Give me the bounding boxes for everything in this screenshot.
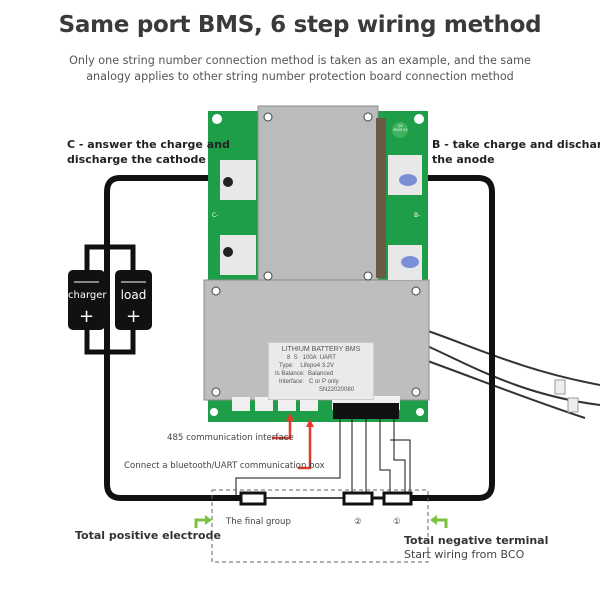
load-plus: + [125, 306, 142, 327]
arrow-485-icon [286, 413, 294, 421]
group-2-cell [342, 491, 374, 506]
battery-pack-outline [211, 489, 429, 563]
balance-connector [333, 403, 399, 419]
b-label-line: the anode [432, 153, 495, 166]
cable-tie [567, 397, 579, 413]
sticker-title: LITHIUM BATTERY BMS [281, 346, 361, 353]
c-label-line: discharge the cathode [67, 153, 206, 166]
subtitle-line-2: analogy applies to other string number p… [86, 70, 514, 83]
bluetooth-uart-label: Connect a bluetooth/UART communication b… [124, 461, 325, 471]
cable-tie [554, 379, 566, 395]
sticker-line: Interface: C or P only [279, 379, 339, 385]
b-minus-label: B- [414, 212, 421, 219]
sticker-line: Type: Lifepo4 3.2V [279, 363, 335, 369]
sticker-serial: SN22020080 [319, 387, 355, 393]
c-label-line: C - answer the charge and [67, 138, 230, 151]
b-label-line: B - take charge and discharge [432, 138, 600, 151]
charger-box [68, 270, 105, 330]
arrow-negative-icon [430, 515, 437, 525]
c-terminal-label: C - answer the charge and discharge the … [67, 137, 230, 167]
load-label: load [120, 288, 147, 302]
comm-485-label: 485 communication interface [167, 433, 294, 443]
final-group-label: The final group [226, 517, 291, 527]
group-2-label: ② [354, 517, 362, 527]
c-minus-label: C- [212, 212, 219, 219]
start-wiring-label: Start wiring from BCO [404, 548, 525, 561]
bms-sticker: LITHIUM BATTERY BMS 8 S 100A UART Type: … [268, 342, 374, 400]
sticker-line: Is Balance: Balanced [275, 371, 334, 377]
sticker-line: 8 S 100A UART [287, 355, 336, 361]
arrow-uart-icon [306, 419, 314, 427]
total-positive-label: Total positive electrode [75, 529, 221, 542]
group-1-cell [382, 491, 413, 506]
arrow-positive-icon [205, 515, 212, 525]
final-group-cell [239, 491, 267, 506]
qc-stamp [392, 122, 408, 138]
main-wires [104, 175, 495, 501]
page-title: Same port BMS, 6 step wiring method [58, 12, 542, 38]
subtitle-line-1: Only one string number connection method… [69, 54, 531, 67]
total-negative-label: Total negative terminal [404, 534, 549, 547]
group-1-label: ① [393, 517, 401, 527]
charger-label: charger [68, 290, 107, 301]
charger-plus: + [78, 306, 95, 327]
qc-stamp-text: QC PASS 01 [393, 124, 408, 132]
b-terminal-label: B - take charge and discharge the anode [432, 137, 600, 167]
load-box [115, 270, 152, 330]
